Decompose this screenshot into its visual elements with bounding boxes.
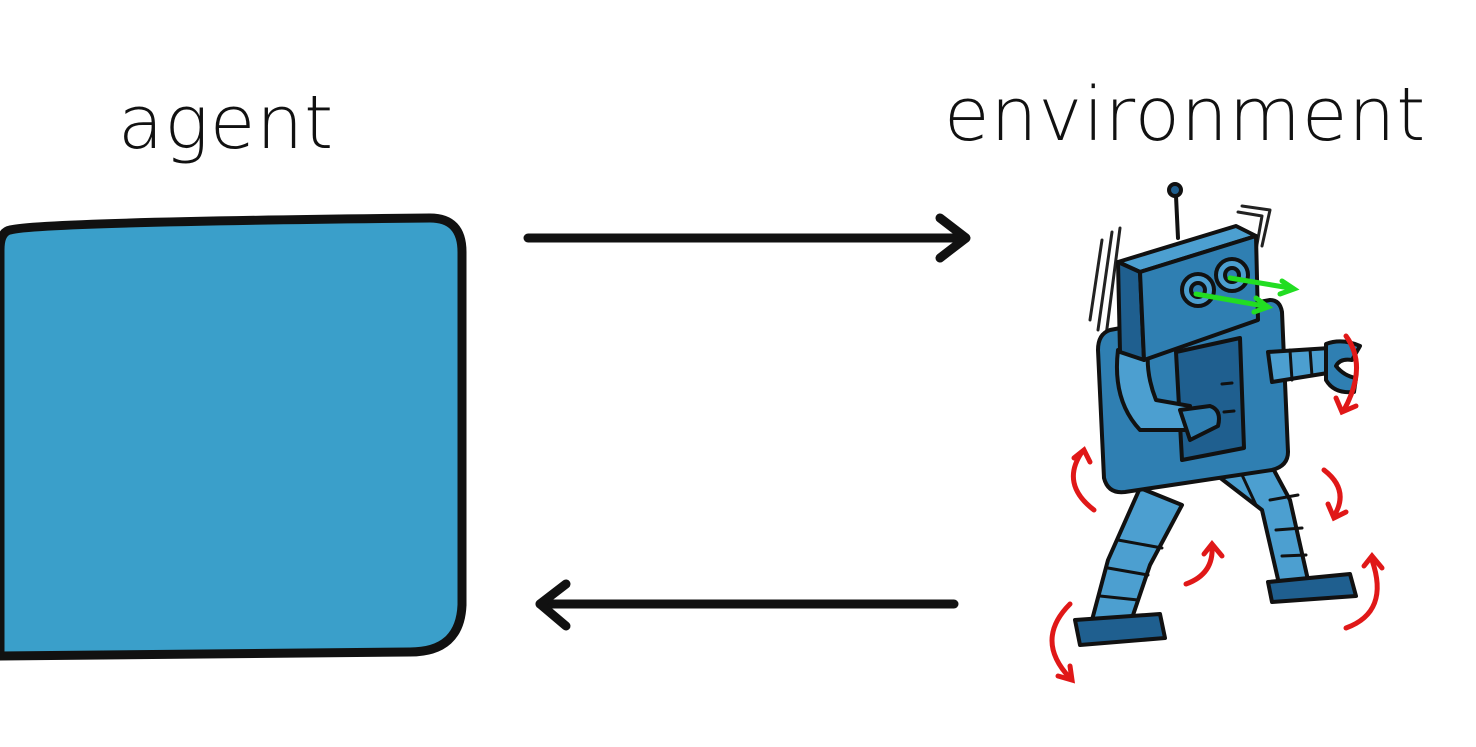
agent-box: [0, 213, 467, 661]
gaze-arrows-icon: [1193, 275, 1300, 315]
motion-arrows-icon: [1049, 333, 1385, 684]
arrow-left-icon: [535, 579, 959, 631]
agent-label: agent: [118, 80, 335, 166]
walking-robot-icon: [1073, 182, 1362, 647]
arrow-right-icon: [523, 213, 971, 263]
environment-label: environment: [944, 72, 1427, 158]
